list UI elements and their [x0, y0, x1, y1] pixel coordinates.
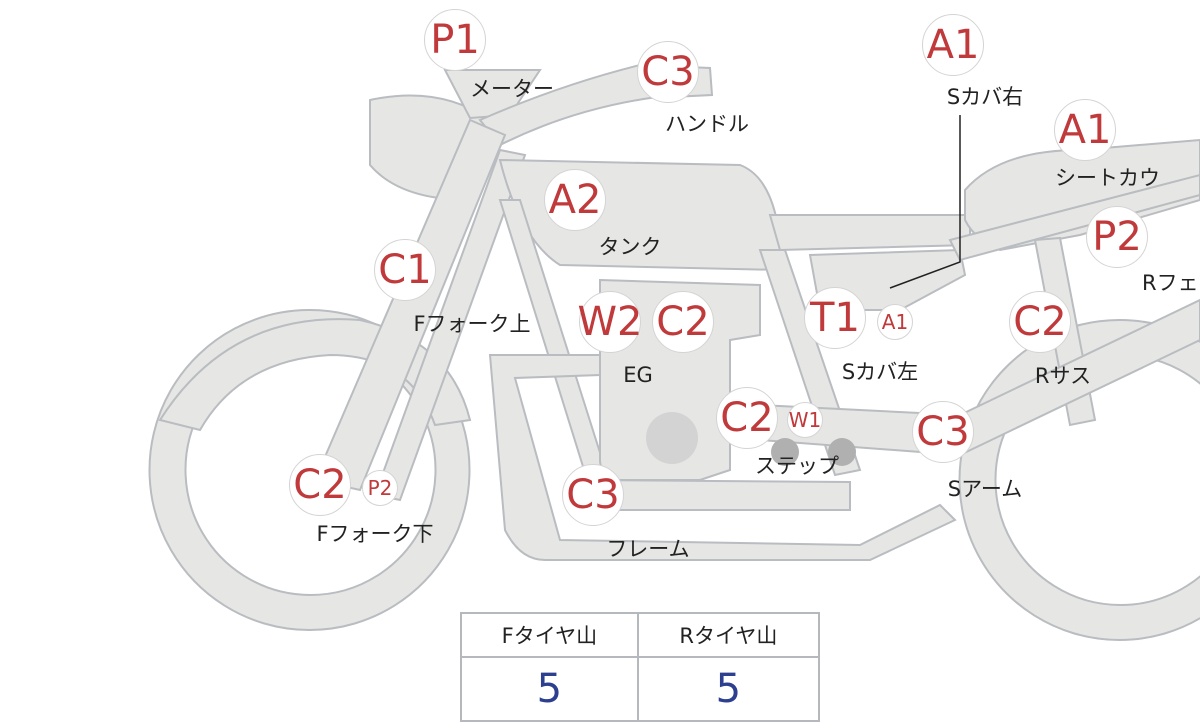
marker-swing-arm[interactable]: C3	[912, 401, 974, 463]
marker-step-2[interactable]: W1	[787, 402, 823, 438]
label-step: ステップ	[755, 450, 839, 480]
marker-engine-2[interactable]: C2	[652, 291, 714, 353]
marker-engine-1[interactable]: W2	[579, 291, 641, 353]
label-rear-suspension: Rサス	[1035, 360, 1091, 390]
marker-front-fork-upper[interactable]: C1	[374, 239, 436, 301]
tire-tread-table: Fタイヤ山 Rタイヤ山 5 5	[460, 612, 820, 722]
marker-rear-fender[interactable]: P2	[1086, 206, 1148, 268]
seat	[770, 215, 970, 250]
label-front-fork-lower: Fフォーク下	[316, 518, 433, 548]
marker-front-fork-lower-1[interactable]: C2	[289, 454, 351, 516]
marker-side-cover-left-2[interactable]: A1	[877, 304, 913, 340]
label-swing-arm: Sアーム	[948, 473, 1022, 503]
label-rear-fender: Rフェ	[1142, 267, 1200, 297]
label-side-cover-right: Sカバ右	[947, 81, 1023, 111]
label-engine: EG	[623, 363, 653, 387]
marker-meter[interactable]: P1	[424, 9, 486, 71]
label-side-cover-left: Sカバ左	[842, 356, 918, 386]
marker-side-cover-left-1[interactable]: T1	[804, 287, 866, 349]
label-handle: ハンドル	[665, 108, 749, 138]
marker-seat-cowl[interactable]: A1	[1054, 99, 1116, 161]
label-seat-cowl: シートカウ	[1055, 162, 1200, 192]
marker-front-fork-lower-2[interactable]: P2	[362, 470, 398, 506]
header-front-tire: Fタイヤ山	[461, 613, 638, 657]
header-rear-tire: Rタイヤ山	[638, 613, 819, 657]
label-frame: フレーム	[606, 533, 689, 563]
value-rear-tire: 5	[638, 657, 819, 721]
marker-frame[interactable]: C3	[562, 464, 624, 526]
label-front-fork-upper: Fフォーク上	[413, 308, 530, 338]
value-front-tire: 5	[461, 657, 638, 721]
marker-rear-suspension[interactable]: C2	[1009, 291, 1071, 353]
marker-step-1[interactable]: C2	[716, 387, 778, 449]
label-tank: タンク	[599, 231, 662, 261]
marker-tank[interactable]: A2	[544, 169, 606, 231]
marker-handle[interactable]: C3	[637, 41, 699, 103]
label-meter: メーター	[470, 73, 554, 103]
marker-side-cover-right[interactable]: A1	[922, 14, 984, 76]
